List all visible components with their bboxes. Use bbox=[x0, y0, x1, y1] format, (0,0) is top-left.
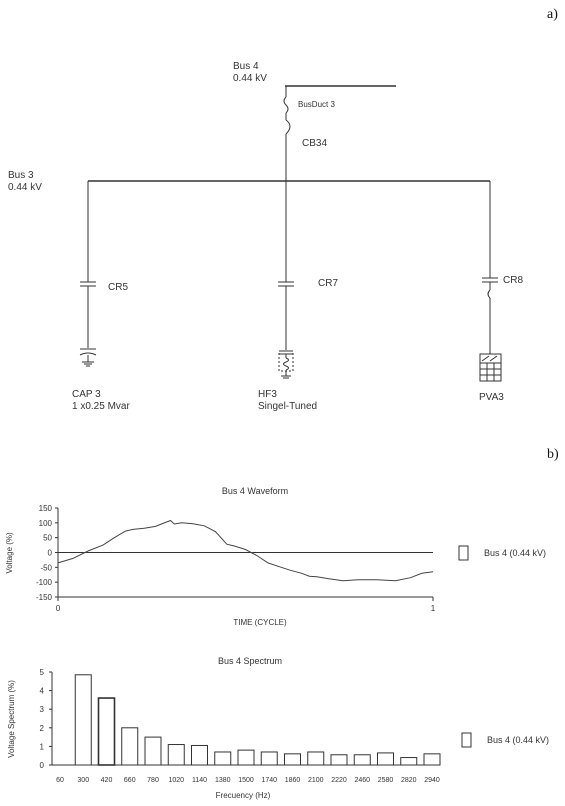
waveform-series-line bbox=[57, 519, 434, 582]
spectrum-y-tick-label: 0 bbox=[40, 761, 45, 770]
spectrum-bar bbox=[121, 727, 139, 766]
bus3-voltage: 0.44 kV bbox=[8, 182, 42, 193]
spectrum-bar bbox=[423, 753, 441, 766]
waveform-y-tick-label: -50 bbox=[40, 563, 52, 572]
spectrum-x-tick-label: 1020 bbox=[168, 777, 184, 784]
spectrum-bar bbox=[74, 674, 92, 766]
spectrum-y-tick-label: 5 bbox=[40, 668, 45, 677]
spectrum-x-tick-label: 1860 bbox=[285, 777, 301, 784]
spectrum-y-tick-label: 3 bbox=[40, 705, 45, 714]
spectrum-bar bbox=[260, 751, 278, 766]
spectrum-legend-label: Bus 4 (0.44 kV) bbox=[487, 735, 549, 745]
spectrum-x-tick-label: 1740 bbox=[261, 777, 277, 784]
waveform-x-tick-label: 0 bbox=[56, 604, 61, 613]
waveform-y-tick-label: 150 bbox=[39, 504, 53, 513]
spectrum-bar bbox=[167, 744, 185, 766]
hf3-type: Singel-Tuned bbox=[258, 401, 317, 412]
panel-label-a: a) bbox=[547, 7, 558, 22]
spectrum-bar bbox=[214, 751, 232, 766]
spectrum-x-tick-label: 2220 bbox=[331, 777, 347, 784]
spectrum-bar bbox=[237, 749, 255, 766]
spectrum-bar bbox=[330, 754, 348, 766]
panel-label-b: b) bbox=[547, 447, 559, 462]
spectrum-y-tick-label: 1 bbox=[40, 742, 45, 751]
spectrum-bar bbox=[377, 752, 394, 766]
waveform-xlabel: TIME (CYCLE) bbox=[233, 618, 287, 627]
cb34-label: CB34 bbox=[302, 138, 327, 149]
spectrum-bar bbox=[284, 753, 301, 766]
spectrum-y-tick-label: 2 bbox=[40, 724, 45, 733]
spectrum-bar bbox=[191, 744, 208, 766]
spectrum-x-tick-label: 780 bbox=[147, 777, 159, 784]
spectrum-x-tick-label: 660 bbox=[124, 777, 136, 784]
spectrum-xlabel: Frecuency (Hz) bbox=[216, 791, 271, 800]
waveform-y-tick-label: 0 bbox=[48, 549, 53, 558]
waveform-y-tick-label: 100 bbox=[39, 519, 53, 528]
spectrum-x-tick-label: 420 bbox=[101, 777, 113, 784]
one-line-diagram bbox=[79, 85, 502, 382]
bus3-label: Bus 3 bbox=[8, 170, 34, 181]
bus4-label: Bus 4 bbox=[233, 61, 259, 72]
cr8-label: CR8 bbox=[503, 275, 523, 286]
waveform-y-tick-label: 50 bbox=[43, 534, 52, 543]
waveform-y-tick-label: -150 bbox=[36, 593, 53, 602]
harmonic-filter-icon bbox=[278, 350, 294, 379]
bus4-voltage: 0.44 kV bbox=[233, 73, 267, 84]
hf3-label: HF3 bbox=[258, 389, 277, 400]
spectrum-x-tick-label: 2580 bbox=[378, 777, 394, 784]
pva3-label: PVA3 bbox=[479, 392, 504, 403]
cr7-label: CR7 bbox=[318, 278, 338, 289]
spectrum-x-tick-label: 2100 bbox=[308, 777, 324, 784]
cb34-breaker-symbol bbox=[285, 119, 291, 135]
waveform-ylabel: Voltage (%) bbox=[5, 532, 14, 574]
spectrum-title: Bus 4 Spectrum bbox=[218, 656, 282, 666]
spectrum-legend-swatch bbox=[461, 732, 472, 748]
spectrum-bar bbox=[307, 751, 325, 766]
spectrum-x-tick-label: 2820 bbox=[401, 777, 417, 784]
pv-array-icon bbox=[479, 353, 502, 382]
spectrum-ylabel: Voltage Spectrum (%) bbox=[7, 680, 16, 758]
busduct-label: BusDuct 3 bbox=[298, 100, 335, 109]
spectrum-bar bbox=[144, 736, 162, 766]
spectrum-x-tick-label: 1140 bbox=[192, 777, 207, 784]
spectrum-x-tick-label: 2460 bbox=[354, 777, 370, 784]
waveform-legend-swatch bbox=[458, 545, 469, 561]
cap3-label: CAP 3 bbox=[72, 389, 101, 400]
spectrum-y-tick-label: 4 bbox=[40, 687, 45, 696]
spectrum-x-tick-label: 300 bbox=[77, 777, 89, 784]
waveform-title: Bus 4 Waveform bbox=[222, 486, 288, 496]
waveform-x-tick-label: 1 bbox=[431, 604, 436, 613]
spectrum-x-tick-label: 1380 bbox=[215, 777, 231, 784]
spectrum-x-tick-label: 2940 bbox=[424, 777, 440, 784]
spectrum-chart: Bus 4 Spectrum Voltage Spectrum (%) Frec… bbox=[7, 656, 549, 800]
waveform-chart: Bus 4 Waveform Voltage (%) TIME (CYCLE) … bbox=[5, 486, 546, 627]
waveform-y-tick-label: -100 bbox=[36, 578, 53, 587]
spectrum-x-tick-label: 60 bbox=[56, 777, 64, 784]
spectrum-bar bbox=[400, 757, 418, 766]
spectrum-x-tick-label: 1500 bbox=[238, 777, 254, 784]
cap3-rating: 1 x0.25 Mvar bbox=[72, 401, 130, 412]
busduct-symbol bbox=[283, 96, 289, 114]
cr5-label: CR5 bbox=[108, 282, 128, 293]
spectrum-bar bbox=[97, 697, 116, 766]
capacitor-icon bbox=[79, 348, 97, 367]
spectrum-bar bbox=[353, 754, 371, 766]
waveform-legend-label: Bus 4 (0.44 kV) bbox=[484, 548, 546, 558]
